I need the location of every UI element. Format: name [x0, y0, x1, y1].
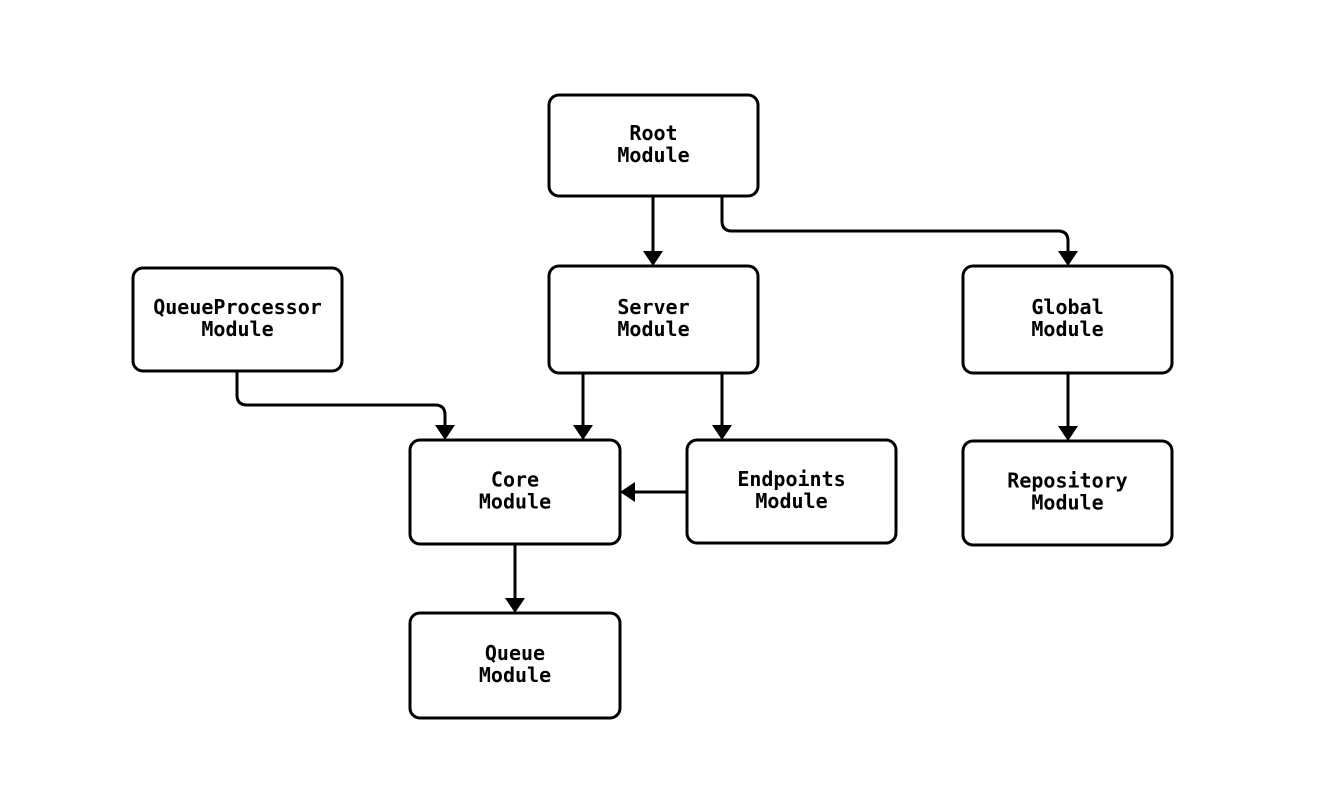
endpoints-module-node-box[interactable]: [685, 438, 898, 545]
core-module-node-label-line1: Core: [491, 468, 539, 492]
edge-root-to-server-arrowhead-icon: [643, 251, 663, 266]
edge-queueprocessor-to-core: [235, 371, 455, 440]
edge-server-to-core-arrowhead-icon: [573, 425, 593, 440]
edge-global-to-repository-arrowhead-icon: [1058, 426, 1078, 441]
edge-endpoints-to-core-arrowhead-icon: [620, 482, 635, 502]
server-module-node-label-line2: Module: [617, 317, 689, 341]
edge-queueprocessor-to-core-line: [235, 371, 447, 425]
endpoints-module-node-label-line2: Module: [755, 489, 827, 513]
core-module-node-label-line2: Module: [479, 490, 551, 514]
queueprocessor-module-node-label-line2: Module: [201, 317, 273, 341]
root-module-node-box[interactable]: [547, 93, 760, 198]
global-module-node-label-line2: Module: [1031, 317, 1103, 341]
edge-server-to-endpoints-arrowhead-icon: [712, 425, 732, 440]
global-module-node-box[interactable]: [961, 264, 1174, 375]
endpoints-module-node-label-line1: Endpoints: [737, 467, 845, 491]
repository-module-node-box[interactable]: [961, 439, 1174, 547]
queueprocessor-module-node-label-line1: QueueProcessor: [153, 295, 322, 319]
edge-core-to-queue-arrowhead-icon: [505, 598, 525, 613]
nodes-layer: RootModuleQueueProcessorModuleServerModu…: [131, 93, 1174, 720]
queue-module-node-box[interactable]: [408, 611, 622, 720]
edge-root-to-server: [643, 196, 663, 266]
edge-core-to-queue: [505, 544, 525, 613]
edge-server-to-endpoints: [712, 373, 732, 440]
global-module-node-label-line1: Global: [1031, 295, 1103, 319]
edge-root-to-global-arrowhead-icon: [1058, 251, 1078, 266]
root-module-node-label-line2: Module: [617, 143, 689, 167]
edge-root-to-global: [720, 196, 1078, 266]
repository-module-node-label-line2: Module: [1031, 491, 1103, 515]
edge-server-to-core: [573, 373, 593, 440]
server-module-node-box[interactable]: [547, 264, 760, 375]
edge-queueprocessor-to-core-arrowhead-icon: [435, 425, 455, 440]
edges-layer: [235, 196, 1078, 613]
edge-root-to-global-line: [720, 196, 1070, 251]
repository-module-node-label-line1: Repository: [1007, 469, 1127, 493]
queue-module-node-label-line1: Queue: [485, 641, 545, 665]
server-module-node-label-line1: Server: [617, 295, 689, 319]
edge-global-to-repository: [1058, 373, 1078, 441]
edge-endpoints-to-core: [620, 482, 687, 502]
queueprocessor-module-node-box[interactable]: [131, 266, 344, 373]
root-module-node-label-line1: Root: [629, 121, 677, 145]
queue-module-node-label-line2: Module: [479, 663, 551, 687]
core-module-node-box[interactable]: [408, 438, 622, 546]
